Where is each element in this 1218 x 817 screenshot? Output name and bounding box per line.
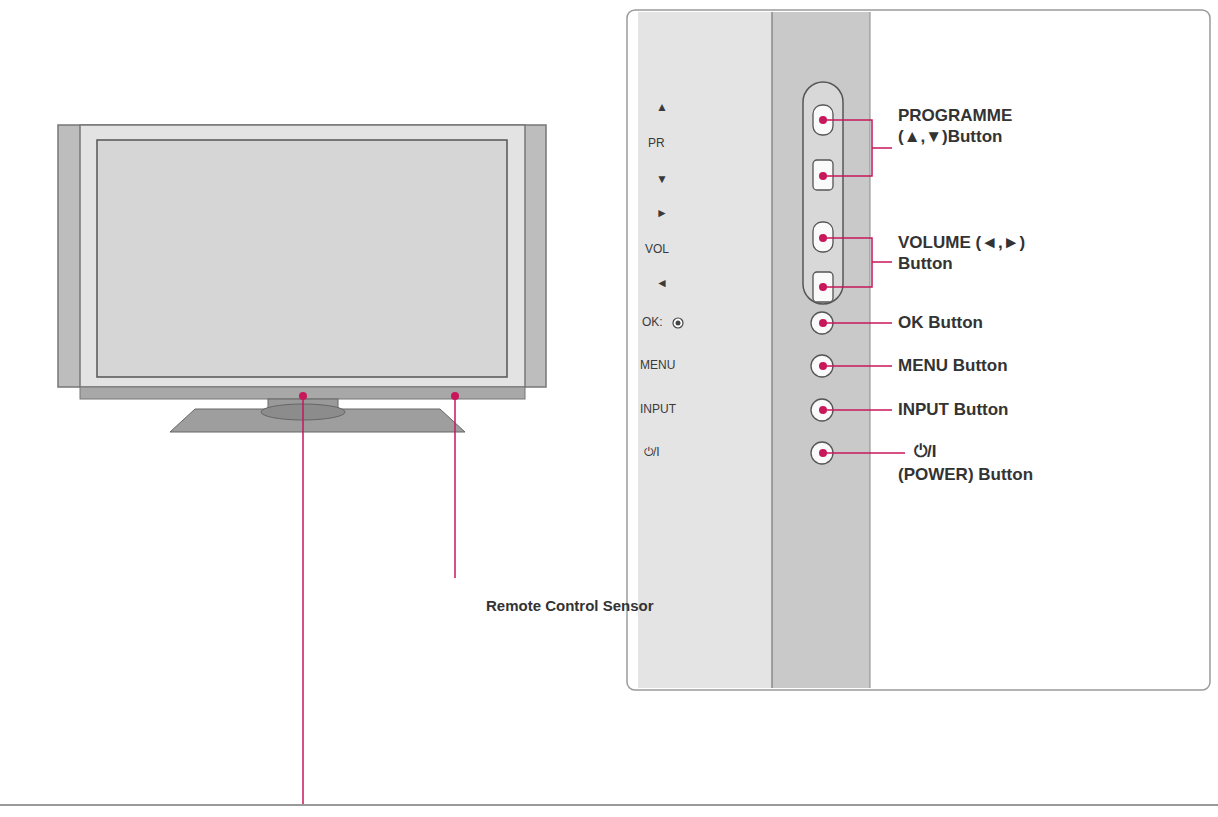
bottom-rule bbox=[0, 804, 1218, 806]
arrow-symbol: ▲ bbox=[656, 100, 668, 115]
programme-down-button bbox=[813, 160, 833, 190]
arrow-symbol: ◄ bbox=[656, 276, 668, 291]
tv-speaker-frame bbox=[58, 125, 546, 387]
leader-line bbox=[302, 396, 304, 805]
callout-label: MENU Button bbox=[898, 355, 1008, 376]
panel-label: INPUT bbox=[640, 402, 676, 417]
callout-label: PROGRAMME (▲,▼)Button bbox=[898, 105, 1058, 148]
side-panel-light bbox=[638, 12, 772, 688]
panel-edge bbox=[870, 12, 871, 688]
panel-label: OK: bbox=[642, 315, 663, 330]
volume-up-button bbox=[813, 222, 833, 252]
leader-dot bbox=[299, 392, 307, 400]
leader-line bbox=[454, 396, 456, 578]
ok-symbol bbox=[676, 321, 681, 326]
inset-frame bbox=[627, 10, 1210, 690]
panel-label: VOL bbox=[645, 242, 669, 257]
ok-symbol bbox=[673, 318, 683, 328]
callout-label: VOLUME (◄,►) Button bbox=[898, 232, 1058, 275]
leader-dot bbox=[451, 392, 459, 400]
tv-screen bbox=[97, 140, 507, 377]
arrow-symbol: ► bbox=[656, 206, 668, 221]
leader-dots bbox=[819, 116, 827, 457]
panel-label: MENU bbox=[640, 358, 675, 373]
callout-leaders bbox=[823, 120, 905, 453]
button-channel bbox=[803, 82, 843, 304]
tv-bezel bbox=[80, 125, 525, 387]
callout-label: INPUT Button bbox=[898, 399, 1008, 420]
callout-label: Remote Control Sensor bbox=[486, 597, 654, 616]
side-panel-dark bbox=[772, 12, 870, 688]
power-symbol: ⏻/I bbox=[644, 445, 660, 460]
callout-label: OK Button bbox=[898, 312, 983, 333]
panel-edge bbox=[771, 12, 773, 688]
tv-bottom-bar bbox=[80, 387, 525, 399]
arrow-symbol: ▼ bbox=[656, 172, 668, 187]
panel-label: PR bbox=[648, 136, 665, 151]
callout-label: (POWER) Button bbox=[898, 464, 1033, 485]
power-symbol: ⏻/I bbox=[914, 441, 936, 462]
